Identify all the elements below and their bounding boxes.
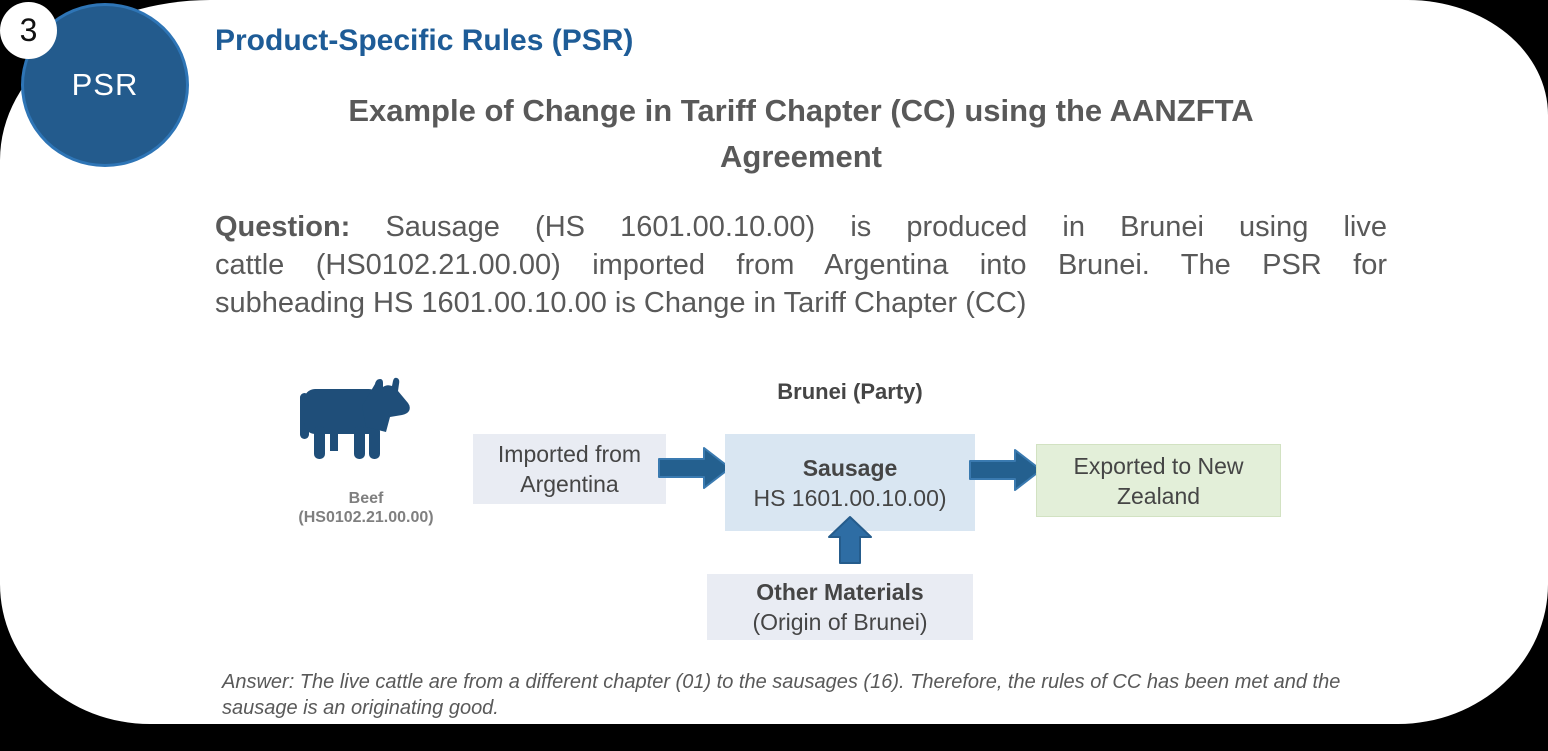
arrow-right-icon (658, 447, 731, 489)
arrow-up-icon (828, 516, 872, 564)
question-line: cattle (HS0102.21.00.00) imported from A… (215, 249, 1387, 281)
beef-label: Beef (HS0102.21.00.00) (298, 490, 434, 526)
sausage-box: Sausage HS 1601.00.10.00) (725, 434, 975, 531)
cow-icon (300, 377, 410, 459)
other-materials-box: Other Materials (Origin of Brunei) (707, 574, 973, 640)
slide-background: Product-Specific Rules (PSR) Example of … (0, 0, 1548, 724)
answer-line: sausage is an originating good. (222, 697, 499, 719)
subtitle-line: Example of Change in Tariff Chapter (CC)… (348, 93, 1254, 128)
slide-number: 3 (19, 12, 38, 48)
question-line: subheading HS 1601.00.10.00 is Change in… (215, 287, 1027, 319)
question-paragraph: Question: Sausage (HS 1601.00.10.00) is … (215, 208, 1387, 322)
question-label: Question: (215, 211, 351, 243)
answer-line: Answer: The live cattle are from a diffe… (222, 671, 1341, 693)
slide-subtitle: Example of Change in Tariff Chapter (CC)… (215, 88, 1387, 180)
subtitle-line: Agreement (720, 139, 882, 174)
question-line: Question: Sausage (HS 1601.00.10.00) is … (215, 211, 1387, 243)
answer-paragraph: Answer: The live cattle are from a diffe… (222, 669, 1352, 721)
page-title: Product-Specific Rules (PSR) (215, 24, 634, 57)
slide-number-badge: 3 (0, 2, 57, 59)
exported-to-new-zealand-box: Exported to New Zealand (1036, 444, 1281, 517)
brunei-party-label: Brunei (Party) (777, 379, 923, 404)
arrow-right-icon (969, 449, 1042, 491)
imported-from-argentina-box: Imported from Argentina (473, 434, 666, 504)
psr-badge-label: PSR (71, 67, 139, 102)
